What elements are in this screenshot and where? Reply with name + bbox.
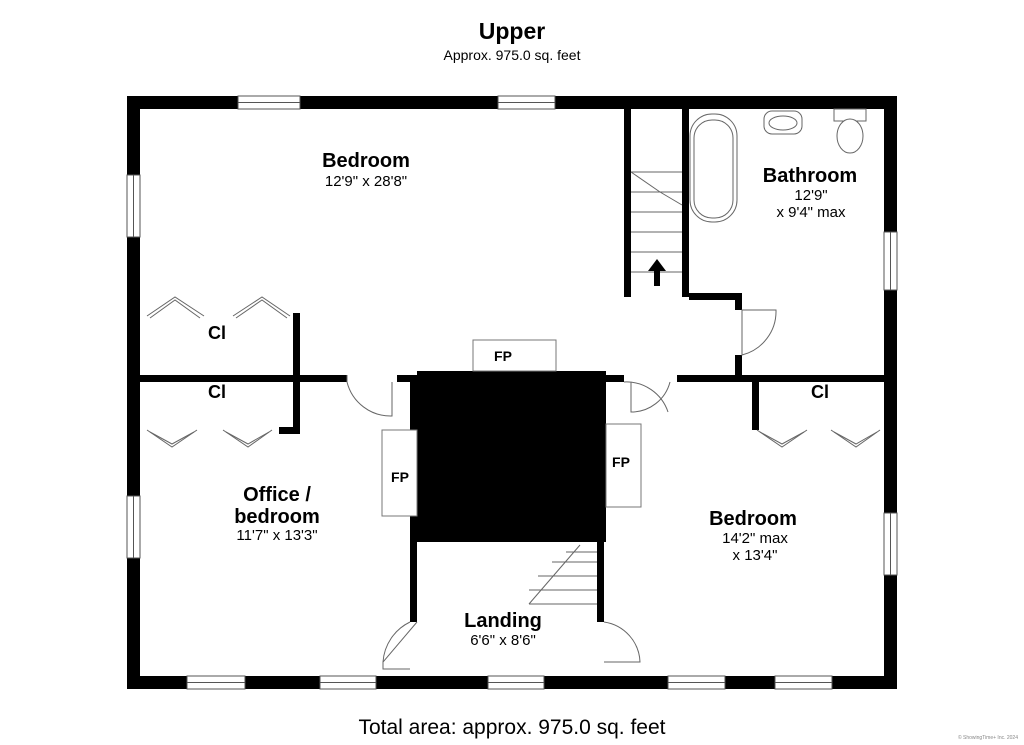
bedroom-right-dims-line1: 14'2" max <box>722 530 788 547</box>
bedroom-top-dims: 12'9" x 28'8" <box>325 173 407 190</box>
landing-name: Landing <box>464 610 542 632</box>
chimney <box>417 371 606 542</box>
office-name-line2: bedroom <box>234 506 320 528</box>
closet-doors <box>146 296 881 448</box>
fireplaces <box>381 339 642 517</box>
closet-label-right: Cl <box>811 382 829 402</box>
fireplace-label-right: FP <box>612 454 630 470</box>
staircase-upper <box>630 171 683 273</box>
bedroom-top-name: Bedroom <box>322 150 410 172</box>
bedroom-right-name: Bedroom <box>709 508 797 530</box>
bathroom-dims-line2: x 9'4" max <box>776 204 846 221</box>
fireplace-label-left: FP <box>391 469 409 485</box>
closet-label-upper: Cl <box>208 323 226 343</box>
bathtub-icon <box>689 113 738 223</box>
staircase-landing <box>528 544 597 605</box>
floor-title: Upper <box>478 18 546 44</box>
credit-text: © ShowingTime+ Inc. 2024 <box>957 735 1018 741</box>
office-dims: 11'7" x 13'3" <box>236 527 317 544</box>
total-area-caption: Total area: approx. 975.0 sq. feet <box>358 716 666 739</box>
fireplace-label-top: FP <box>494 348 512 364</box>
toilet-icon <box>833 108 867 154</box>
stair-up-arrow-icon <box>648 259 666 286</box>
bathroom-name: Bathroom <box>763 165 857 187</box>
floor-area-subtitle: Approx. 975.0 sq. feet <box>443 47 581 63</box>
office-name-line1: Office / <box>243 484 311 506</box>
bedroom-right-dims-line2: x 13'4" <box>733 547 778 564</box>
landing-dims: 6'6" x 8'6" <box>470 632 536 649</box>
windows <box>126 95 898 690</box>
door-swings <box>346 309 777 670</box>
closet-label-lower: Cl <box>208 382 226 402</box>
bathroom-dims-line1: 12'9" <box>794 187 827 204</box>
sink-icon <box>763 110 803 135</box>
